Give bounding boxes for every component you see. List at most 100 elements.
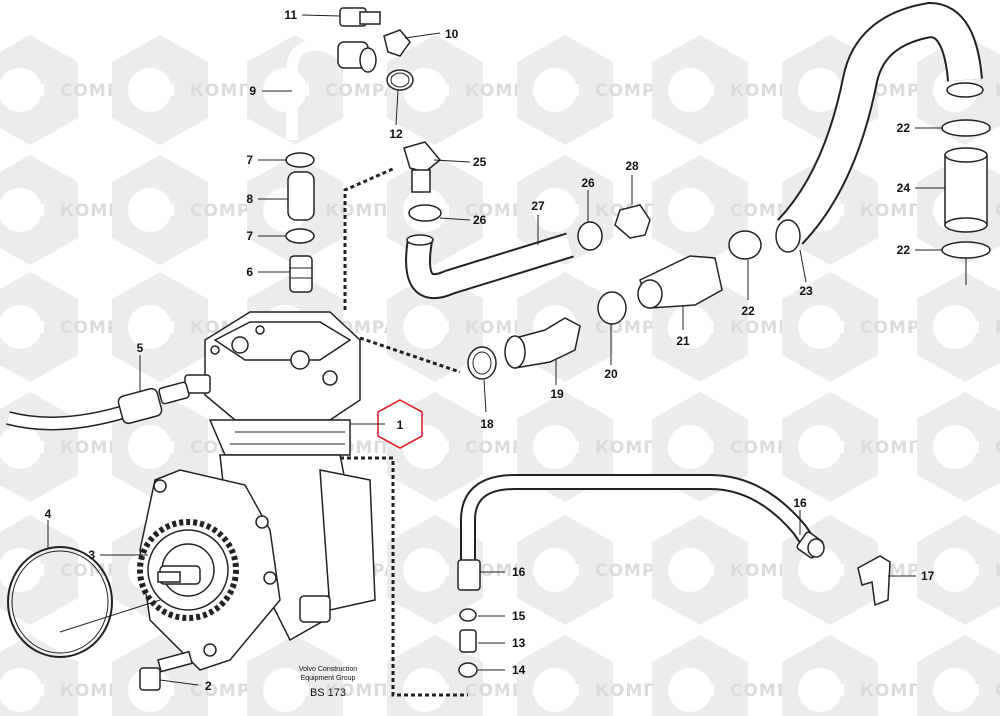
callout-24: 24 [897, 181, 911, 195]
tee-17 [857, 555, 891, 607]
hose-16-nut [807, 538, 825, 558]
caption-code: BS 173 [310, 687, 346, 699]
watermark-tile: COMPART [917, 392, 1000, 502]
dash-line-25 [343, 166, 396, 310]
highlight-hexagon [377, 399, 423, 449]
watermark-text: COMPART [995, 438, 1000, 458]
washer-12-inner [390, 72, 410, 88]
callout-22-middle: 22 [741, 304, 755, 318]
watermark-logo [917, 272, 1000, 382]
flange-hole [263, 571, 277, 585]
dash-line-18 [359, 336, 461, 374]
watermark-tile: КОМПАРТ [917, 35, 1000, 145]
pipe-5-end [158, 381, 190, 405]
callout-27: 27 [531, 199, 545, 213]
watermark-logo [917, 392, 1000, 502]
adapter-28 [614, 204, 651, 239]
elbow-25-stem [411, 169, 431, 193]
callout-7-upper: 7 [246, 153, 253, 167]
gear-3 [137, 519, 239, 621]
callout-layer: 1 2 3 4 5 6 7 7 8 9 10 11 12 13 14 15 16… [45, 8, 935, 693]
clamp-22a [941, 119, 991, 137]
callout-6: 6 [246, 265, 253, 279]
callout-16-upper: 16 [793, 496, 807, 510]
dash-line-14 [340, 456, 468, 697]
callout-20: 20 [604, 367, 618, 381]
bolt-11-shank [359, 11, 381, 25]
adapter-13 [459, 629, 477, 653]
watermark-text: КОМПАРТ [995, 561, 1000, 581]
callout-22-top: 22 [897, 121, 911, 135]
leader-lines [47, 14, 945, 686]
hose-23-end [775, 219, 801, 253]
o-ring-4 [7, 546, 113, 658]
watermark-logo [652, 635, 748, 716]
pipe-5-nut [117, 387, 163, 425]
callout-25: 25 [473, 155, 487, 169]
fitting-end [359, 47, 377, 73]
washer-14 [458, 662, 478, 678]
watermark-logo [782, 635, 878, 716]
callout-10: 10 [445, 27, 459, 41]
flange-hole [153, 479, 167, 493]
bolt-2-shank [157, 650, 193, 673]
washer-18 [467, 346, 497, 380]
hose-24 [944, 154, 988, 226]
callout-28: 28 [625, 159, 639, 173]
callout-3: 3 [88, 548, 95, 562]
callout-16-lower: 16 [512, 565, 526, 579]
clamp-22c [941, 241, 991, 259]
watermark-tile: COMPART [917, 155, 1000, 265]
callout-21: 21 [676, 334, 690, 348]
callout-14: 14 [512, 663, 526, 677]
callout-26-upper: 26 [581, 176, 595, 190]
caption-company-line2: Equipment Group [301, 675, 356, 682]
washer-15 [459, 608, 477, 622]
watermark-text: КОМПАРТ [995, 318, 1000, 338]
hose-23-top-end [946, 82, 984, 98]
callout-13: 13 [512, 636, 526, 650]
clamp-7-upper [285, 152, 315, 168]
watermark-tile: КОМПАРТ [917, 272, 1000, 382]
callout-9: 9 [249, 84, 256, 98]
callout-26-lower: 26 [473, 213, 487, 227]
hose-27-fill [407, 234, 574, 298]
clamp-7-lower [285, 228, 315, 244]
hose-8 [287, 171, 315, 221]
pipe-5-fill [6, 404, 132, 429]
hose-16-lower-fitting [457, 559, 481, 591]
callout-7-lower: 7 [246, 229, 253, 243]
watermark-text: COMPART [995, 681, 1000, 701]
pipe-9-fill [286, 39, 352, 140]
callout-15: 15 [512, 609, 526, 623]
watermark-text: COMPART [995, 201, 1000, 221]
callout-22-bottom: 22 [897, 243, 911, 257]
callout-11: 11 [284, 8, 297, 22]
callout-18: 18 [480, 417, 494, 431]
callout-19: 19 [550, 387, 564, 401]
clamp-20 [597, 291, 627, 325]
sleeve-21-end [637, 279, 663, 309]
clamp-10 [383, 29, 411, 57]
clamp-26b [577, 221, 603, 251]
callout-4: 4 [45, 507, 52, 521]
caption-company-line1: Volvo Construction [299, 666, 357, 673]
valve-19-end [504, 335, 526, 369]
callout-23: 23 [799, 284, 813, 298]
callout-1: 1 [397, 418, 404, 432]
callout-5: 5 [137, 341, 144, 355]
callout-12: 12 [389, 127, 403, 141]
fitting-6 [289, 255, 313, 293]
watermark-tile: КОМПАРТ [917, 515, 1000, 625]
hose-23-fill [778, 3, 981, 244]
callout-2: 2 [205, 679, 212, 693]
bolt-2-head [139, 667, 161, 691]
clamp-22b [728, 230, 762, 260]
watermark-tile: COMPART [917, 635, 1000, 716]
o-ring-4-inner [11, 550, 109, 654]
caption-block: Volvo Construction Equipment Group BS 17… [299, 666, 357, 699]
flange-hole [255, 515, 269, 529]
callout-17: 17 [921, 569, 935, 583]
elbow-25 [403, 141, 442, 173]
